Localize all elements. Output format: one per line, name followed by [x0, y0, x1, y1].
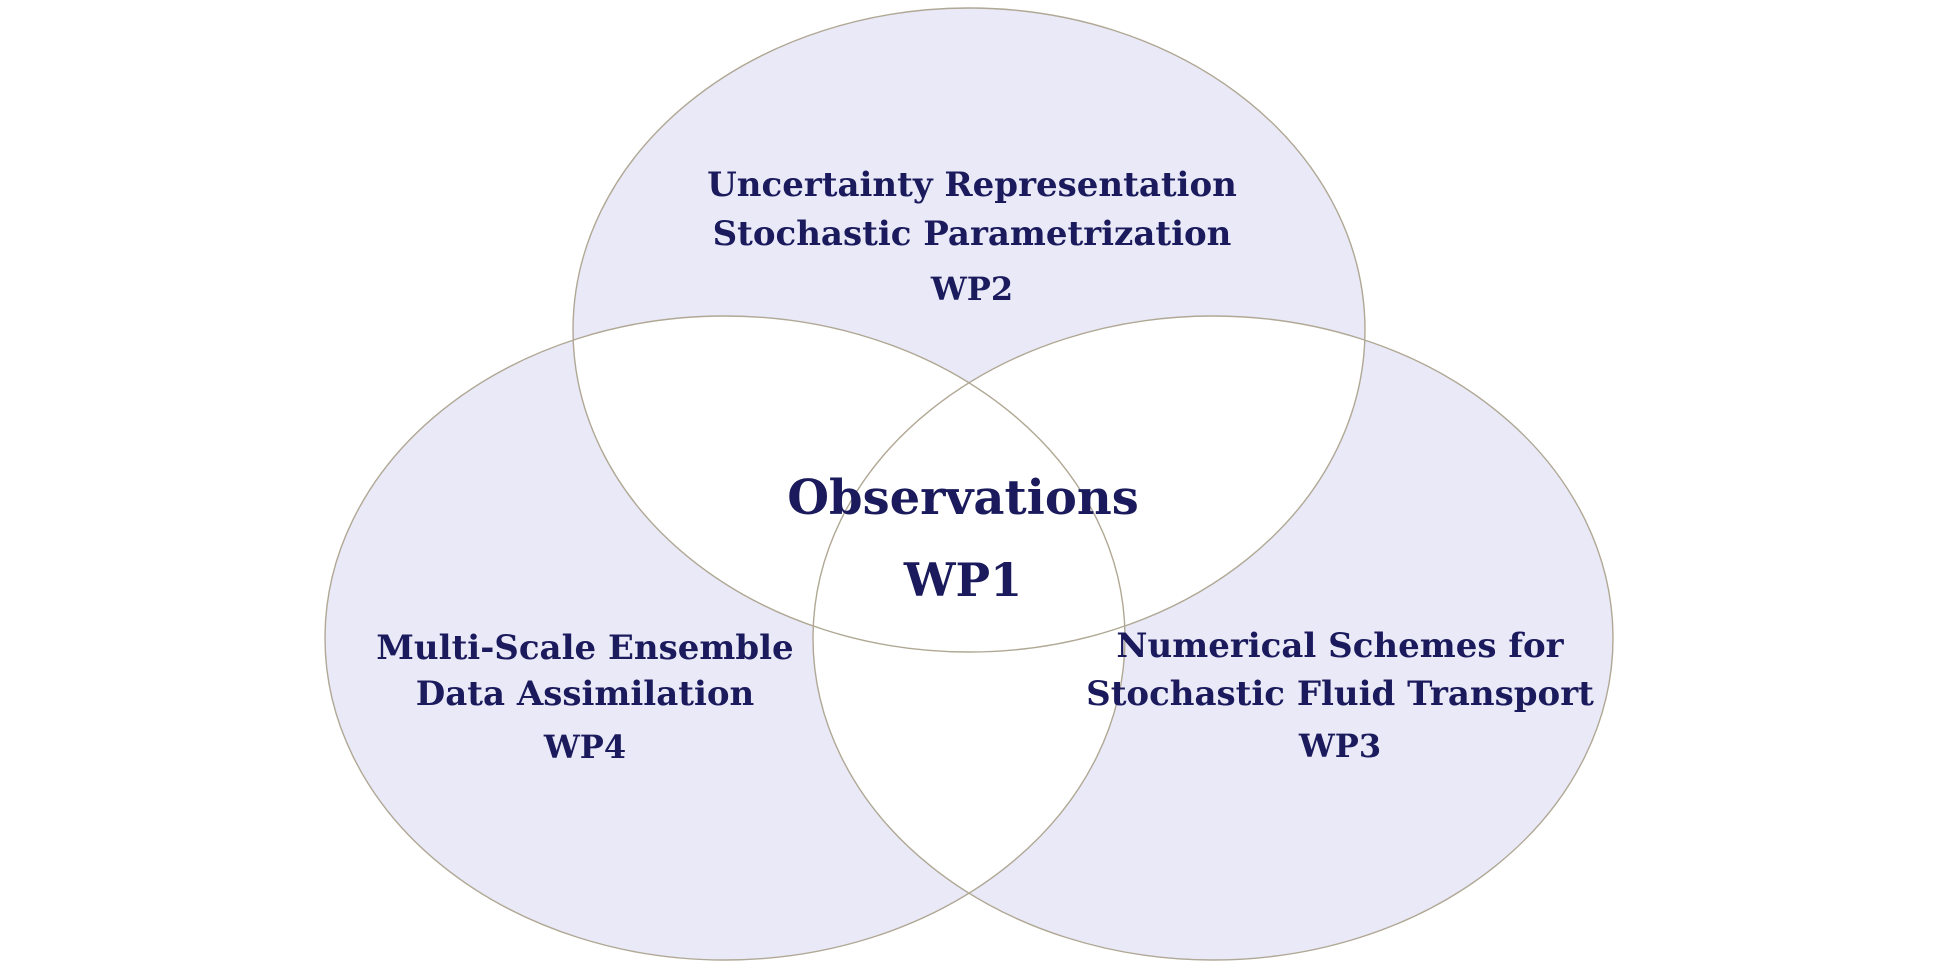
wp4-label: WP4	[543, 728, 626, 766]
wp3-label: WP3	[1298, 727, 1381, 765]
bottom-left-set-label-line1: Multi-Scale Ensemble	[376, 628, 793, 668]
top-set-outline	[572, 7, 1366, 653]
bottom-right-set-outline	[812, 315, 1614, 961]
observations-label: Observations	[787, 470, 1139, 526]
labels: Uncertainty Representation Stochastic Pa…	[376, 165, 1594, 766]
top-set-label-line1: Uncertainty Representation	[707, 165, 1237, 205]
bottom-left-set-label-line2: Data Assimilation	[416, 674, 755, 714]
wp2-label: WP2	[930, 270, 1013, 308]
wp1-label: WP1	[903, 553, 1022, 607]
bottom-right-set-label-line1: Numerical Schemes for	[1116, 626, 1564, 666]
bottom-right-set-label-line2: Stochastic Fluid Transport	[1086, 674, 1594, 714]
overlap-left-right	[813, 316, 1125, 960]
top-set-label-line2: Stochastic Parametrization	[713, 214, 1232, 254]
set-outlines	[324, 7, 1614, 961]
bottom-left-set-outline	[324, 315, 1126, 961]
